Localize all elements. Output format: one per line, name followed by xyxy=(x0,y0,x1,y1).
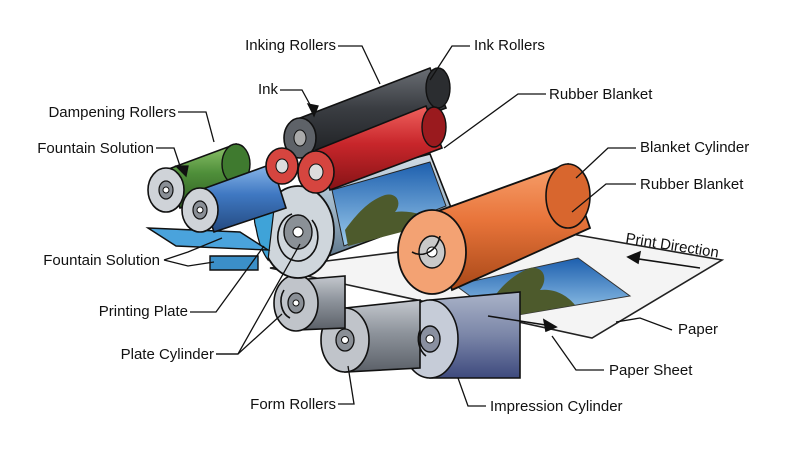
label-inking-rollers: Inking Rollers xyxy=(245,37,336,54)
ink-roller-red-left xyxy=(265,147,299,185)
leader-lines xyxy=(156,45,673,407)
label-impression-cylinder: Impression Cylinder xyxy=(490,398,623,415)
label-fountain-solution-top: Fountain Solution xyxy=(37,140,154,157)
print-direction-arrows xyxy=(487,250,701,333)
label-paper-sheet: Paper Sheet xyxy=(609,362,693,379)
plate-cylinder xyxy=(261,153,454,279)
label-rubber-blanket-top: Rubber Blanket xyxy=(549,86,653,103)
label-printing-plate: Printing Plate xyxy=(98,303,188,320)
label-ink-rollers: Ink Rollers xyxy=(474,37,545,54)
rotation-arrows xyxy=(277,213,441,357)
dampening-roller-blue xyxy=(181,162,288,234)
label-fountain-solution: Fountain Solution xyxy=(43,252,160,269)
blanket-cylinder xyxy=(397,162,592,295)
ink-roller-black xyxy=(283,66,451,160)
label-blanket-cylinder: Blanket Cylinder xyxy=(640,139,750,156)
ink-roller-red-front xyxy=(297,150,335,194)
label-form-rollers: Form Rollers xyxy=(250,396,336,413)
form-roller-bottom-2 xyxy=(273,274,346,332)
label-ink: Ink xyxy=(257,81,278,98)
label-plate-cylinder: Plate Cylinder xyxy=(120,346,214,363)
label-dampening-rollers: Dampening Rollers xyxy=(48,104,176,121)
fountain-tray xyxy=(145,227,271,271)
label-rubber-blanket: Rubber Blanket xyxy=(640,176,744,193)
label-paper: Paper xyxy=(678,321,719,338)
